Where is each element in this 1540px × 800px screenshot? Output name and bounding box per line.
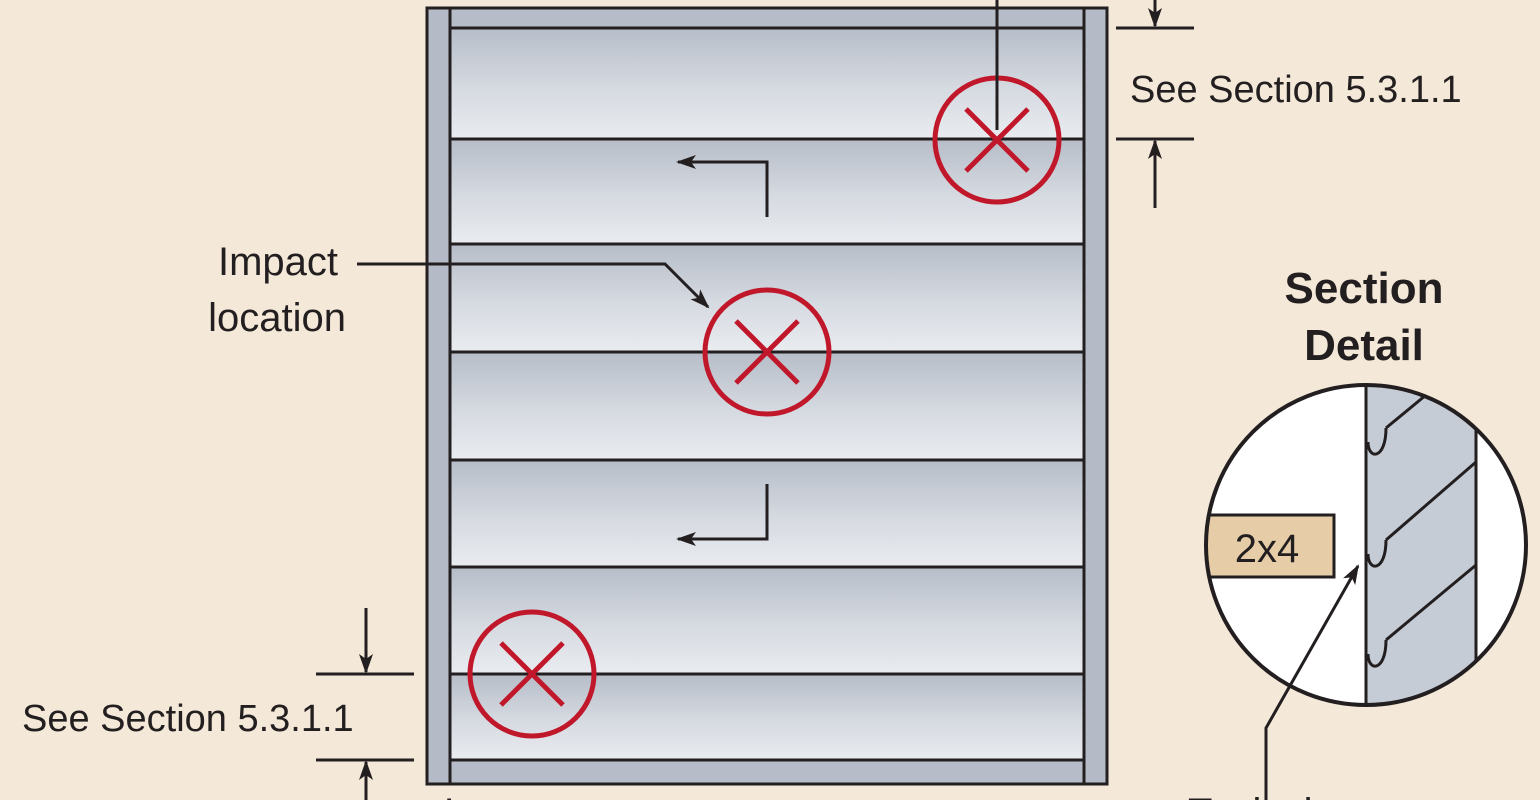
dimension-bottom-left: See Section 5.3.1.1 [22, 608, 414, 800]
bottom-left-partial-text: L [444, 791, 466, 800]
shutter-slats [448, 26, 1086, 762]
typical-leader-line [1264, 564, 1360, 800]
shutter-slat [448, 26, 1086, 141]
dimension-top-label: See Section 5.3.1.1 [1130, 69, 1462, 111]
arrow-left-icon [676, 484, 769, 546]
section-detail-title-line1: Section [1285, 264, 1444, 313]
impact-x-marker-icon [467, 609, 597, 739]
impact-label-line2: location [208, 296, 346, 340]
shutter-slat [448, 565, 1086, 676]
shutter-slat [448, 350, 1086, 462]
flow-arrows [676, 155, 769, 546]
lumber-2x4 [1206, 513, 1336, 579]
shutter-bottom-rail [448, 758, 1086, 786]
section-detail-title-line2: Detail [1304, 321, 1424, 370]
shutter-slat [448, 242, 1086, 354]
impact-x-marker-icon [702, 287, 832, 417]
impact-leader-line [357, 262, 710, 309]
impact-label-line1: Impact [218, 240, 338, 284]
typical-label: Typical [1188, 791, 1313, 800]
section-detail-circle [1204, 383, 1528, 707]
impact-location-callout: Impact location [208, 240, 710, 340]
shutter-top-rail [448, 6, 1086, 30]
dimension-top-right: See Section 5.3.1.1 [1116, 0, 1462, 208]
section-detail: Section Detail 2x4 Typical [1188, 264, 1528, 800]
arrow-left-icon [676, 155, 769, 217]
lumber-label: 2x4 [1235, 527, 1300, 571]
dimension-bottom-label: See Section 5.3.1.1 [22, 698, 354, 740]
